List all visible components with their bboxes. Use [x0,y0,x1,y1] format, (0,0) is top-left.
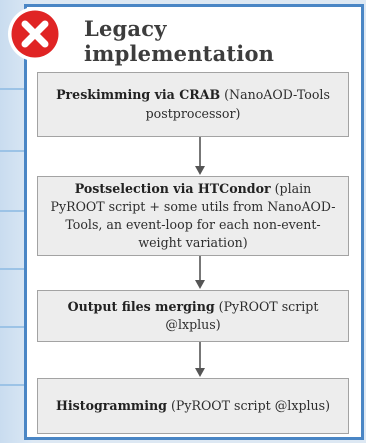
flow-step-merging: Output files merging (PyROOT script @lxp… [37,290,349,342]
arrow-down-icon [195,256,205,289]
page-title: Legacy implementation [84,16,275,66]
arrow-down-icon [195,342,205,377]
flow-step-preskimming: Preskimming via CRAB (NanoAOD-Tools post… [37,72,349,137]
step-description: (PyROOT script @lxplus) [166,397,331,413]
x-icon [8,7,62,61]
flow-step-postselection: Postselection via HTCondor (plain PyROOT… [37,176,349,256]
background-line [0,384,32,386]
flow-step-histogramming: Histogramming (PyROOT script @lxplus) [37,378,349,434]
step-description: (PyROOT script @lxplus) [165,298,319,332]
background-line [0,150,32,152]
step-title: Histogramming [55,397,167,413]
background-line [0,326,32,328]
step-title: Postselection via HTCondor [74,180,271,196]
background-line [0,210,32,212]
arrow-down-icon [195,137,205,175]
background-line [0,268,32,270]
step-description: (plain PyROOT script + some utils from N… [50,180,336,251]
step-description: (NanoAOD-Tools postprocessor) [145,87,330,121]
step-title: Output files merging [67,298,215,314]
step-title: Preskimming via CRAB [56,87,221,103]
background-line [0,88,32,90]
